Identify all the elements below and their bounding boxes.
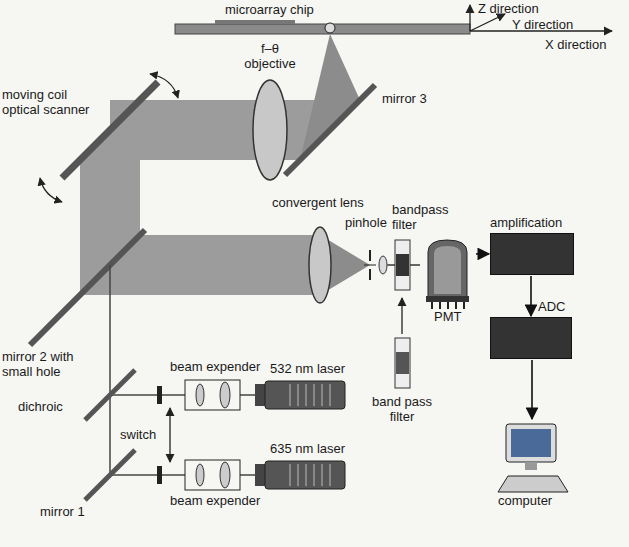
filter-glass — [396, 352, 409, 374]
scanner-mirror — [62, 82, 158, 178]
node-text: computer — [498, 494, 572, 509]
computer-node: computer — [492, 420, 572, 509]
signal-box — [490, 317, 572, 359]
pinhole — [364, 250, 376, 280]
computer-icon — [492, 420, 572, 494]
part-label: band pass filter — [362, 395, 442, 425]
laser-stripe — [290, 384, 291, 406]
laser — [255, 381, 345, 489]
label-text: switch — [120, 427, 156, 442]
chip-spot-area — [215, 20, 295, 24]
node-text: amplification — [490, 216, 574, 231]
objective-lens — [253, 80, 287, 180]
beam-expander — [185, 380, 240, 490]
laser-stripe — [306, 384, 307, 406]
small-lens — [379, 256, 387, 274]
label-text: mirror 1 — [40, 504, 85, 519]
part-label: microarray chip — [225, 3, 314, 18]
filter-glass — [396, 254, 409, 276]
swap-arrow — [401, 298, 402, 334]
laser-stripe — [322, 384, 323, 406]
label-text: mirror 3 — [382, 91, 427, 106]
laser-stripe — [330, 384, 331, 406]
part-label: Y direction — [512, 18, 573, 33]
label-text: beam expender — [170, 359, 260, 374]
chip-slide — [175, 24, 470, 34]
part-label: beam expender — [170, 494, 260, 509]
label-text: beam expender — [170, 493, 260, 508]
part-label: mirror 2 with small hole — [2, 350, 97, 380]
signal-arrow — [476, 253, 489, 255]
label-text: 532 nm laser — [270, 361, 345, 376]
node-text: ADC — [538, 300, 572, 315]
label-text: moving coil optical scanner — [2, 87, 89, 117]
laser-stripe — [298, 464, 299, 486]
convergent-lens — [309, 227, 331, 303]
switch-arrow — [169, 408, 170, 462]
part-label: f–θ objective — [238, 42, 302, 72]
rotation-arrow — [40, 178, 62, 202]
pmt-tube — [420, 238, 475, 310]
mirror-1 — [85, 450, 135, 500]
rotation-arrow — [150, 74, 178, 98]
process-box: ADC — [490, 300, 572, 359]
part-label: 532 nm laser — [270, 362, 345, 377]
process-box: amplification — [490, 216, 574, 275]
pmt-node: PMT — [420, 238, 475, 325]
label-text: band pass filter — [372, 394, 432, 424]
laser-stripe — [330, 464, 331, 486]
label-text: mirror 2 with small hole — [2, 349, 74, 379]
signal-arrow — [531, 360, 533, 419]
part-label: bandpass filter — [392, 203, 454, 233]
part-label: beam expender — [170, 360, 260, 375]
label-text: Y direction — [512, 17, 573, 32]
bandpass-filter — [395, 240, 410, 290]
label-text: convergent lens — [272, 195, 364, 210]
label-text: microarray chip — [225, 2, 314, 17]
chip-spot — [325, 23, 335, 33]
label-text: dichroic — [18, 399, 63, 414]
part-label: X direction — [545, 38, 606, 53]
laser-stripe — [298, 384, 299, 406]
label-text: bandpass filter — [392, 202, 448, 232]
shutter — [157, 466, 162, 484]
bandpass-filter — [395, 338, 410, 388]
laser-stripe — [290, 464, 291, 486]
laser-beam — [109, 265, 111, 475]
part-label: 635 nm laser — [270, 442, 345, 457]
part-label: pinhole — [345, 216, 387, 231]
mirror-3 — [285, 85, 375, 175]
label-text: X direction — [545, 37, 606, 52]
part-label: switch — [120, 428, 156, 443]
part-label: moving coil optical scanner — [2, 88, 102, 118]
mirror-2 — [30, 230, 145, 345]
part-label: dichroic — [18, 400, 63, 415]
laser-stripe — [314, 384, 315, 406]
signal-arrow — [530, 276, 532, 316]
label-text: 635 nm laser — [270, 441, 345, 456]
part-label: mirror 1 — [40, 505, 85, 520]
part-label: Z direction — [478, 2, 539, 17]
label-text: f–θ objective — [244, 41, 295, 71]
signal-box — [490, 233, 574, 275]
shutter — [157, 386, 162, 404]
part-label: mirror 3 — [382, 92, 427, 107]
dichroic-mirror — [85, 370, 135, 420]
label-text: Z direction — [478, 1, 539, 16]
laser-stripe — [314, 464, 315, 486]
laser-stripe — [322, 464, 323, 486]
laser-stripe — [306, 464, 307, 486]
label-text: pinhole — [345, 215, 387, 230]
part-label: convergent lens — [272, 196, 364, 211]
node-text: PMT — [434, 310, 475, 325]
